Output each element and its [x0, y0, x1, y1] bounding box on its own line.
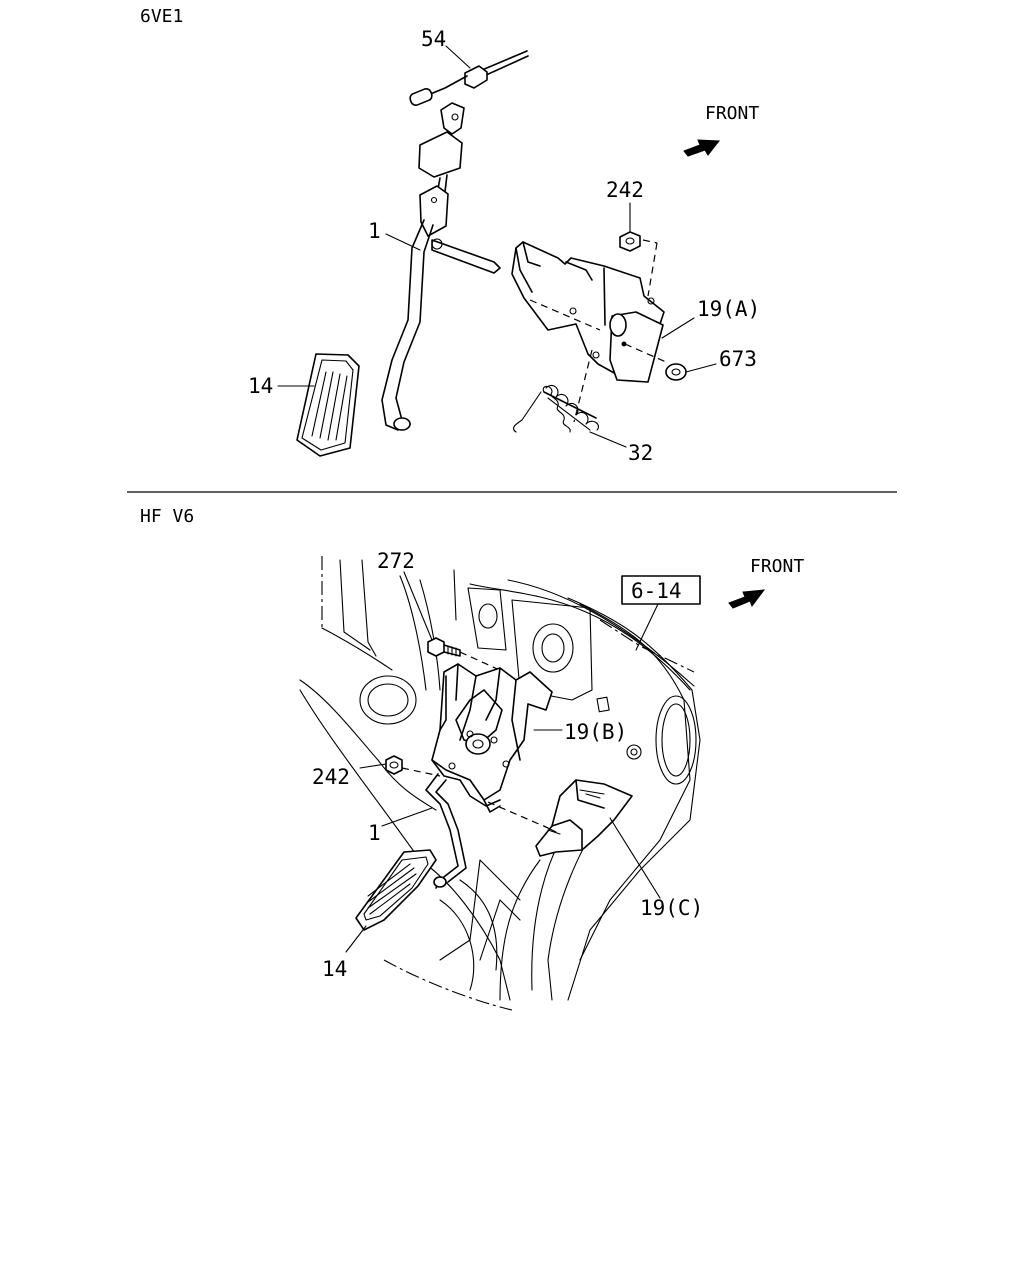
callout-1: 1: [368, 219, 381, 243]
callout-19a: 19(A): [697, 297, 760, 321]
leader-lines-section-1: [277, 45, 717, 448]
part-272-bolt: [427, 637, 505, 673]
callout-673: 673: [719, 347, 757, 371]
part-19a-bracket: [511, 239, 667, 423]
part-673-washer: [665, 363, 687, 381]
part-14-pedal-pad: [355, 849, 437, 931]
part-242-nut: [619, 231, 641, 252]
part-242-nut: [385, 755, 441, 777]
part-32-spring: [513, 384, 599, 433]
part-54-cable: [409, 50, 529, 135]
part-14-pedal-pad: [296, 353, 360, 457]
part-19c-bracket: [535, 779, 633, 857]
callout-242: 242: [606, 178, 644, 202]
vehicle-body-outline: [299, 556, 701, 1011]
section-hf-v6: HF V6 FRONT 6-14: [140, 506, 804, 1011]
reference-box-label: 6-14: [631, 579, 682, 603]
callout-14: 14: [248, 374, 273, 398]
front-arrow-icon: [728, 589, 766, 609]
callout-242: 242: [312, 765, 350, 789]
reference-box: [621, 575, 701, 605]
variant-label: 6VE1: [140, 6, 183, 27]
part-19b-bracket: [431, 663, 553, 829]
front-label: FRONT: [750, 556, 804, 577]
callout-32: 32: [628, 441, 653, 465]
leader-lines-section-2: [345, 571, 661, 953]
callout-54: 54: [421, 27, 446, 51]
section-6ve1: 6VE1 FRONT: [140, 6, 760, 465]
callout-1: 1: [368, 821, 381, 845]
callout-272: 272: [377, 549, 415, 573]
front-label: FRONT: [705, 103, 759, 124]
variant-label: HF V6: [140, 506, 194, 527]
callout-19c: 19(C): [640, 896, 703, 920]
part-1-pedal-arm: [425, 773, 467, 889]
front-arrow-icon: [683, 139, 720, 157]
part-1-pedal-arm: [381, 131, 501, 431]
callout-19b: 19(B): [564, 720, 627, 744]
callout-14: 14: [322, 957, 347, 981]
